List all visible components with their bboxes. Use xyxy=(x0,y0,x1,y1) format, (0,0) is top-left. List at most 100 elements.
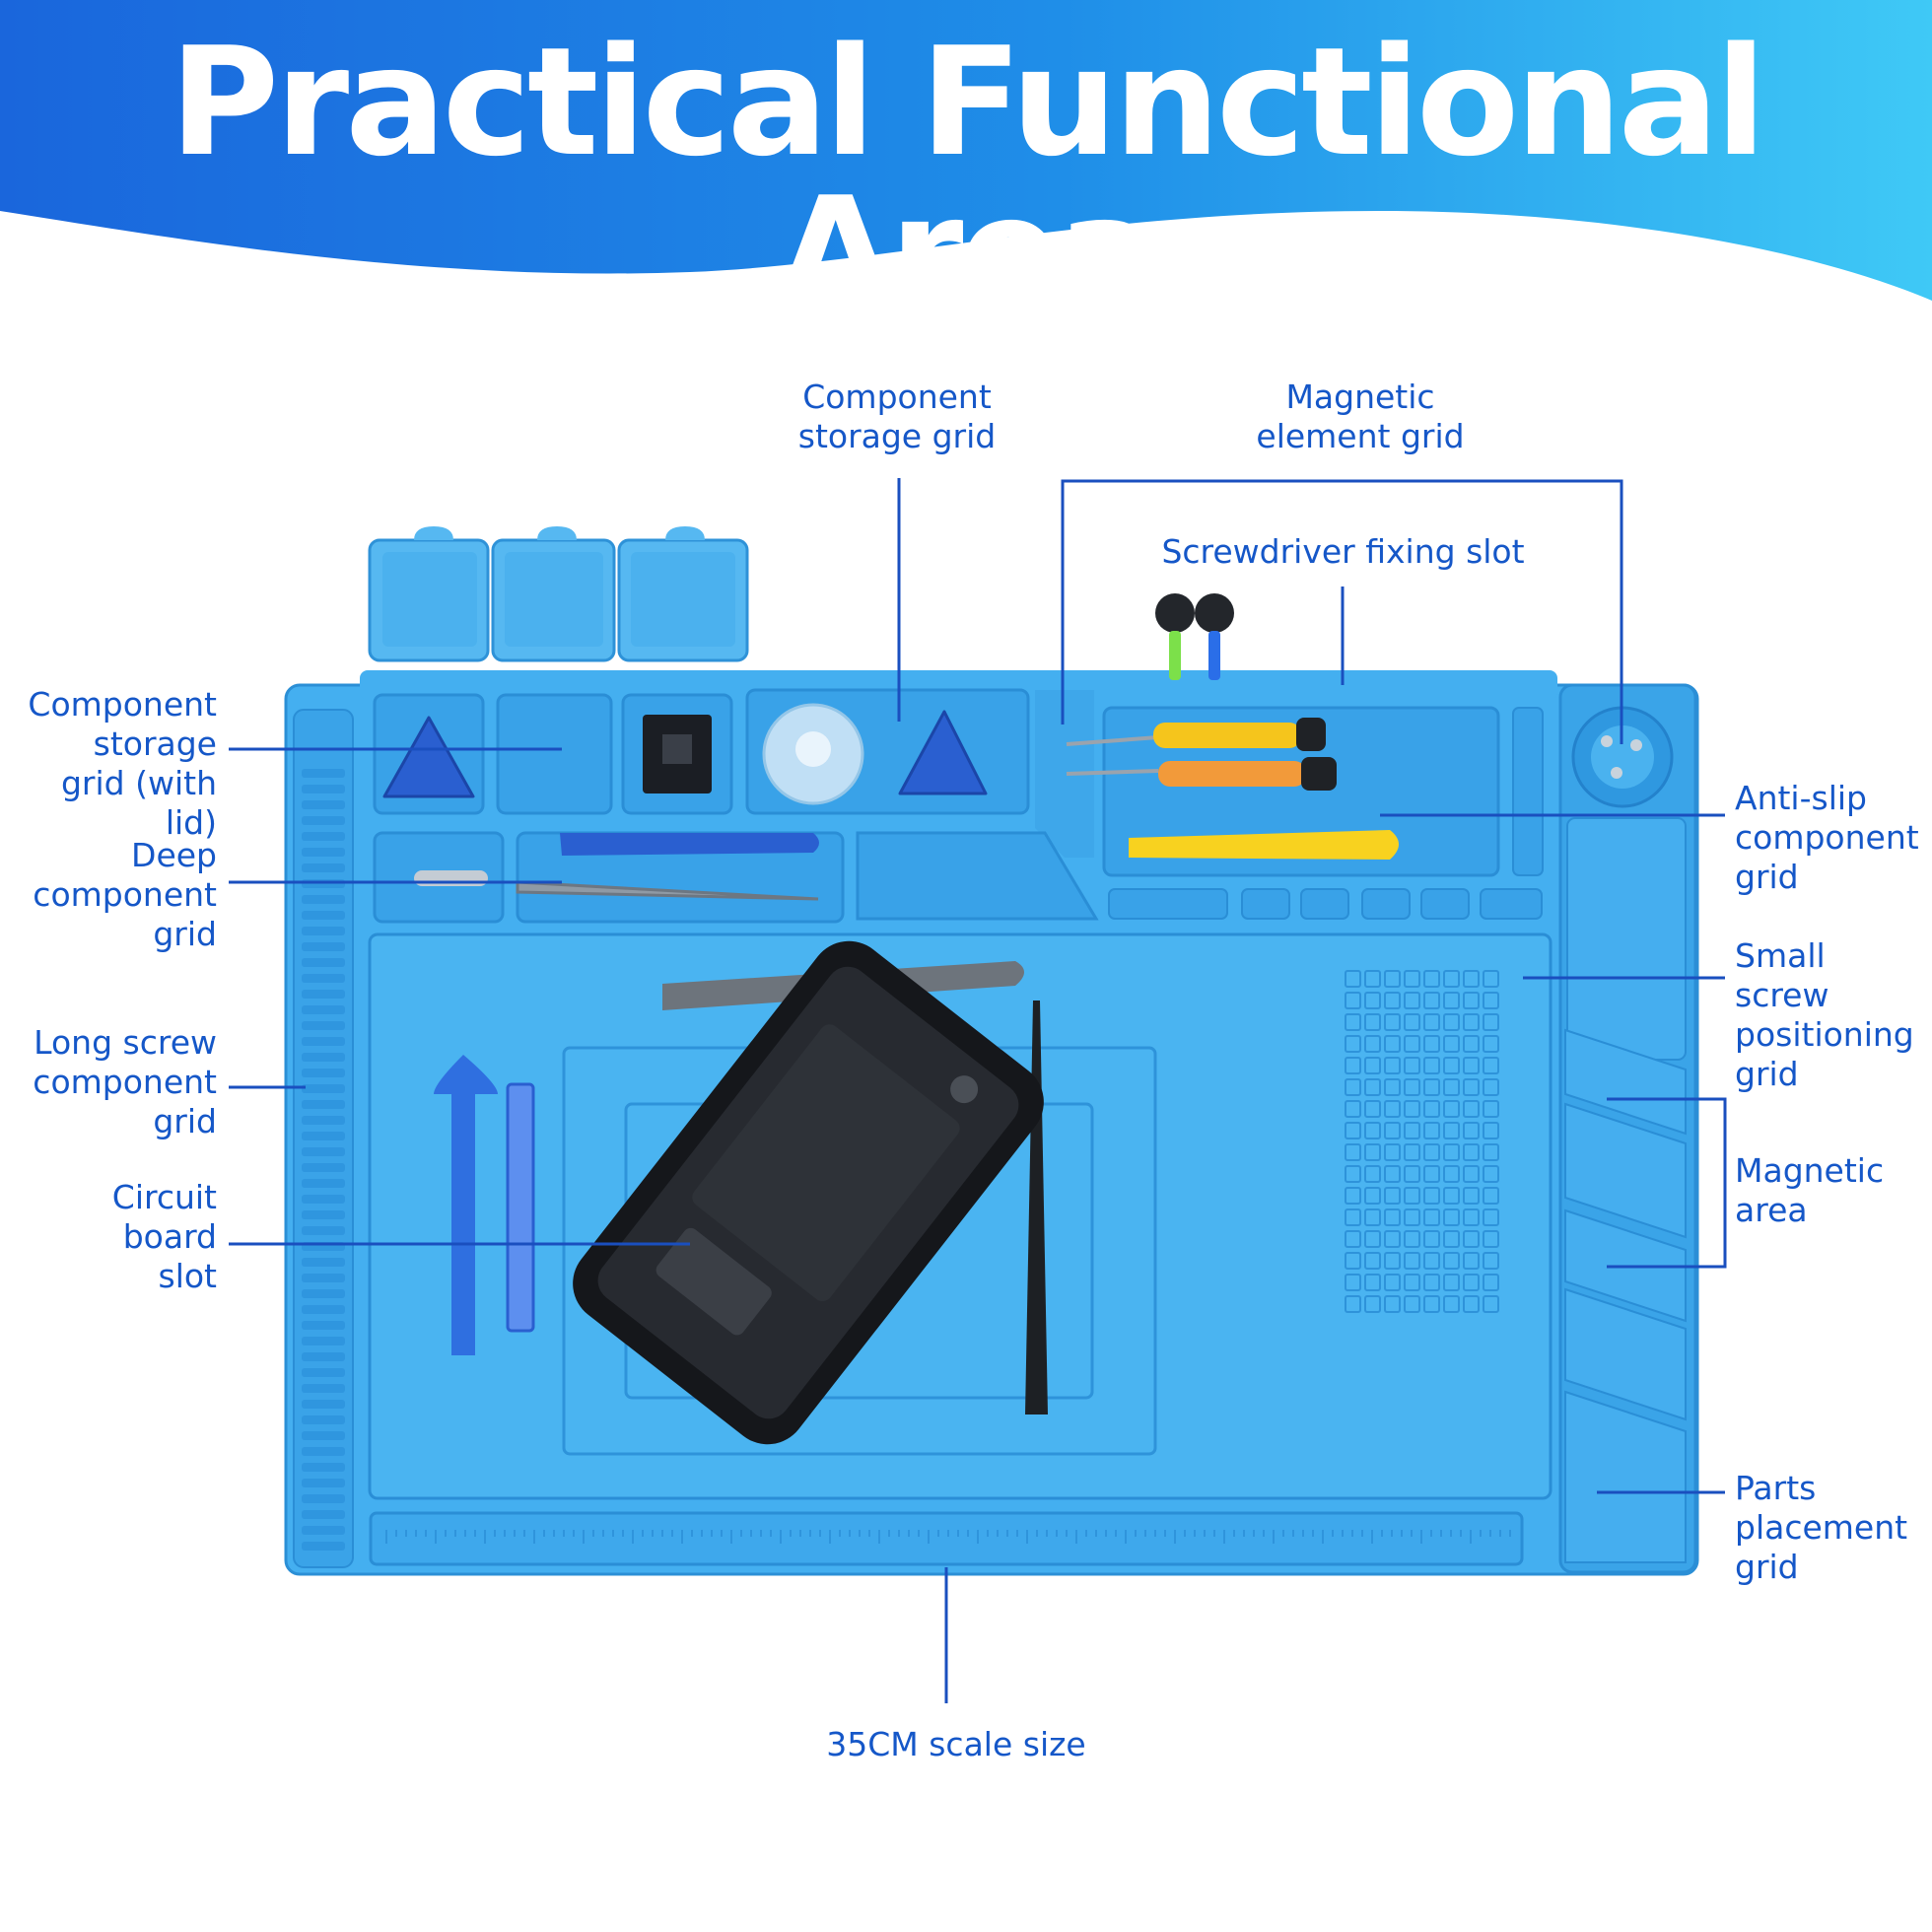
screw-cell xyxy=(1443,1143,1460,1161)
scale-ruler xyxy=(369,1511,1524,1566)
screw-cell xyxy=(1345,1208,1361,1226)
screw-cell xyxy=(1404,1230,1420,1248)
screw-cell xyxy=(1483,1295,1499,1313)
screw-cell xyxy=(1364,1274,1381,1291)
screw-cell xyxy=(1483,1230,1499,1248)
screw-cell xyxy=(1423,992,1440,1009)
screw-slot xyxy=(302,1321,345,1330)
screw-cell xyxy=(1423,1252,1440,1270)
screw-cell xyxy=(1404,1295,1420,1313)
screw-cell xyxy=(1443,1100,1460,1118)
page-title: Practical Functional Area xyxy=(169,15,1766,339)
screw-slot xyxy=(302,927,345,935)
screw-slot xyxy=(302,958,345,967)
screw-cell xyxy=(1404,1078,1420,1096)
screw-cell xyxy=(1404,1100,1420,1118)
screw-cell xyxy=(1404,1122,1420,1139)
screw-cell xyxy=(1364,1252,1381,1270)
screw-cell xyxy=(1483,1013,1499,1031)
label-circuit-board-slot: Circuit board slot xyxy=(111,1178,217,1295)
screw-slot xyxy=(302,1037,345,1046)
screw-cell xyxy=(1443,1035,1460,1053)
screw-slot xyxy=(302,1005,345,1014)
screw-slot xyxy=(302,1337,345,1346)
screw-slot xyxy=(302,1053,345,1062)
screw-slot xyxy=(302,1226,345,1235)
screw-cell xyxy=(1443,1057,1460,1074)
screw-cell xyxy=(1423,1035,1440,1053)
screw-cell xyxy=(1423,1295,1440,1313)
screw-slot xyxy=(302,1415,345,1424)
screw-cell xyxy=(1463,1013,1480,1031)
screw-cell xyxy=(1384,970,1401,988)
screw-cell xyxy=(1364,1122,1381,1139)
screw-cell xyxy=(1345,1078,1361,1096)
screw-cell xyxy=(1483,1100,1499,1118)
screw-slot xyxy=(302,895,345,904)
screw-cell xyxy=(1364,1230,1381,1248)
screw-cell xyxy=(1404,1035,1420,1053)
screw-cell xyxy=(1423,1100,1440,1118)
screwdriver-icon xyxy=(1158,761,1306,787)
screw-cell xyxy=(1384,1230,1401,1248)
screw-cell xyxy=(1463,1230,1480,1248)
screw-cell xyxy=(1364,1078,1381,1096)
screw-cell xyxy=(1404,1252,1420,1270)
screw-cell xyxy=(1443,1208,1460,1226)
screw-cell xyxy=(1483,1187,1499,1205)
screw-cell xyxy=(1423,1078,1440,1096)
screw-cell xyxy=(1423,1187,1440,1205)
screw-cell xyxy=(1384,1165,1401,1183)
screw-cell xyxy=(1443,1187,1460,1205)
header-banner xyxy=(0,0,1932,301)
pry-tool-icon xyxy=(434,1055,498,1355)
screw-cell xyxy=(1483,970,1499,988)
screw-cell xyxy=(1443,1230,1460,1248)
screw-slot xyxy=(302,1400,345,1409)
screw-cell xyxy=(1384,1143,1401,1161)
screw-slot xyxy=(302,1510,345,1519)
screw-slot xyxy=(302,1494,345,1503)
screw-slot xyxy=(302,1352,345,1361)
screw-cell xyxy=(1384,1013,1401,1031)
screw-slot xyxy=(302,1431,345,1440)
screw-slot xyxy=(302,832,345,841)
screw-cell xyxy=(1423,1165,1440,1183)
screw-cell xyxy=(1483,1143,1499,1161)
screw-slot xyxy=(302,911,345,920)
screw-cell xyxy=(1384,1035,1401,1053)
leader-lines xyxy=(229,478,1727,1703)
screw-cell xyxy=(1443,1122,1460,1139)
screw-cell xyxy=(1364,1100,1381,1118)
screw-cell xyxy=(1443,1165,1460,1183)
label-magnetic-area: Magnetic area xyxy=(1735,1151,1885,1229)
screw-slot xyxy=(302,1084,345,1093)
screw-slot xyxy=(302,942,345,951)
screw-slot xyxy=(302,800,345,809)
screw-cell xyxy=(1384,1100,1401,1118)
screw-cell xyxy=(1483,1252,1499,1270)
screw-slot xyxy=(302,1305,345,1314)
screw-cell xyxy=(1345,1252,1361,1270)
screw-cell xyxy=(1483,1057,1499,1074)
screw-slot xyxy=(302,863,345,872)
screw-cell xyxy=(1463,1274,1480,1291)
screw-cell xyxy=(1423,970,1440,988)
screw-cell xyxy=(1345,1035,1361,1053)
screw-cell xyxy=(1384,1295,1401,1313)
screw-cell xyxy=(1345,1230,1361,1248)
screw-slot xyxy=(302,1447,345,1456)
screw-cell xyxy=(1364,1208,1381,1226)
screw-cell xyxy=(1364,1295,1381,1313)
label-component-storage-grid: Component storage grid xyxy=(797,378,997,455)
screw-slot xyxy=(302,990,345,999)
screw-cell xyxy=(1483,1122,1499,1139)
screw-slot xyxy=(302,1116,345,1125)
screw-cell xyxy=(1364,970,1381,988)
screw-cell xyxy=(1364,1013,1381,1031)
screw-cell xyxy=(1423,1122,1440,1139)
screw-slot xyxy=(302,1147,345,1156)
screw-cell xyxy=(1443,1252,1460,1270)
screw-cell xyxy=(1404,970,1420,988)
